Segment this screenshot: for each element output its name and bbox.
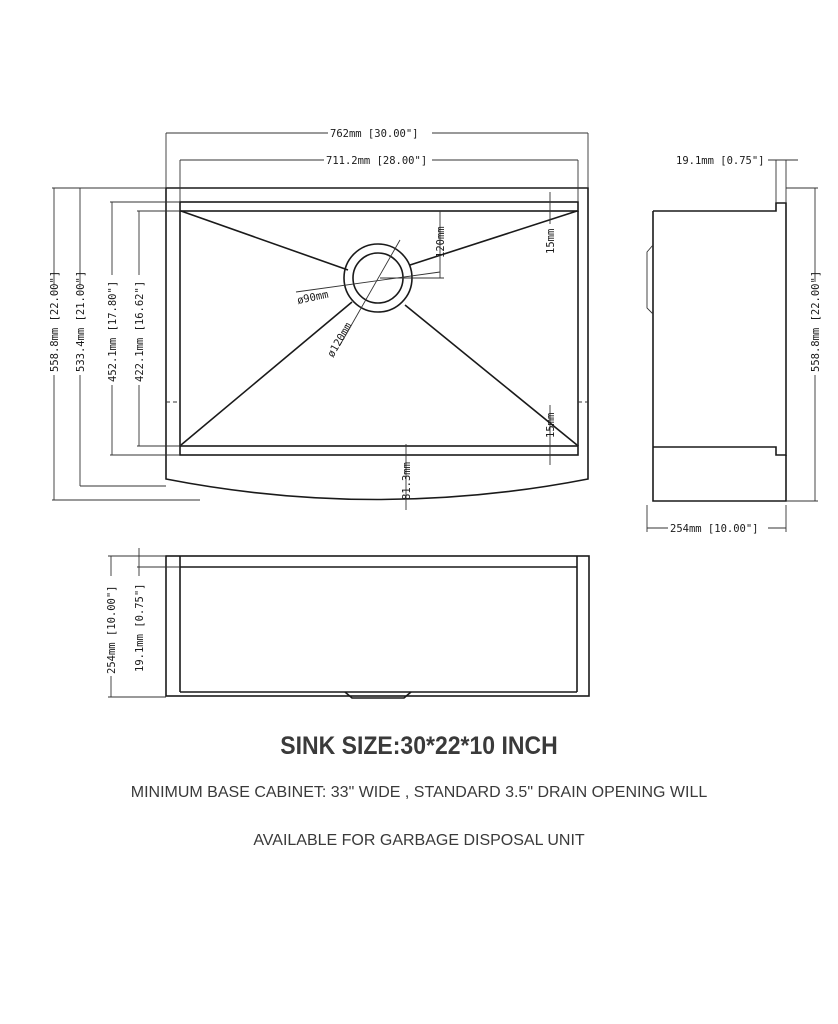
front-height-label: 254mm [10.00"] <box>106 585 118 674</box>
side-flange-label: 19.1mm [0.75"] <box>676 155 765 167</box>
cabinet-note-line2: AVAILABLE FOR GARBAGE DISPOSAL UNIT <box>253 832 585 849</box>
corner-bottom-label: 15mm <box>545 413 557 438</box>
bowl-depth-inner-label: 422.1mm [16.62"] <box>134 281 146 382</box>
bowl-width-label: 711.2mm [28.00"] <box>326 155 427 167</box>
side-depth-label: 558.8mm [22.00"] <box>810 271 822 372</box>
overall-depth-label: 558.8mm [22.00"] <box>49 271 61 372</box>
plan-view: 120mm ø90mm ø120mm 15mm 15mm 81.3mm 762m… <box>49 128 589 510</box>
drain-offset-label: 120mm <box>435 226 447 258</box>
apron-depth-label: 81.3mm <box>401 462 413 500</box>
corner-top-label: 15mm <box>545 229 557 254</box>
front-view: 254mm [10.00"] 19.1mm [0.75"] <box>106 548 590 699</box>
sink-size-title: SINK SIZE:30*22*10 INCH <box>280 732 558 760</box>
sink-technical-drawing: 120mm ø90mm ø120mm 15mm 15mm 81.3mm 762m… <box>49 128 822 699</box>
drain-outer-dia-label: ø120mm <box>325 321 354 360</box>
side-view: 19.1mm [0.75"] 558.8mm [22.00"] 254mm [1… <box>646 155 822 535</box>
depth-2-label: 533.4mm [21.00"] <box>75 271 87 372</box>
side-height-label: 254mm [10.00"] <box>670 523 759 535</box>
front-flange-label: 19.1mm [0.75"] <box>134 583 146 672</box>
bowl-depth-outer-label: 452.1mm [17.80"] <box>107 281 119 382</box>
cabinet-note-line1: MINIMUM BASE CABINET: 33" WIDE , STANDAR… <box>130 784 708 801</box>
overall-width-label: 762mm [30.00"] <box>330 128 419 140</box>
